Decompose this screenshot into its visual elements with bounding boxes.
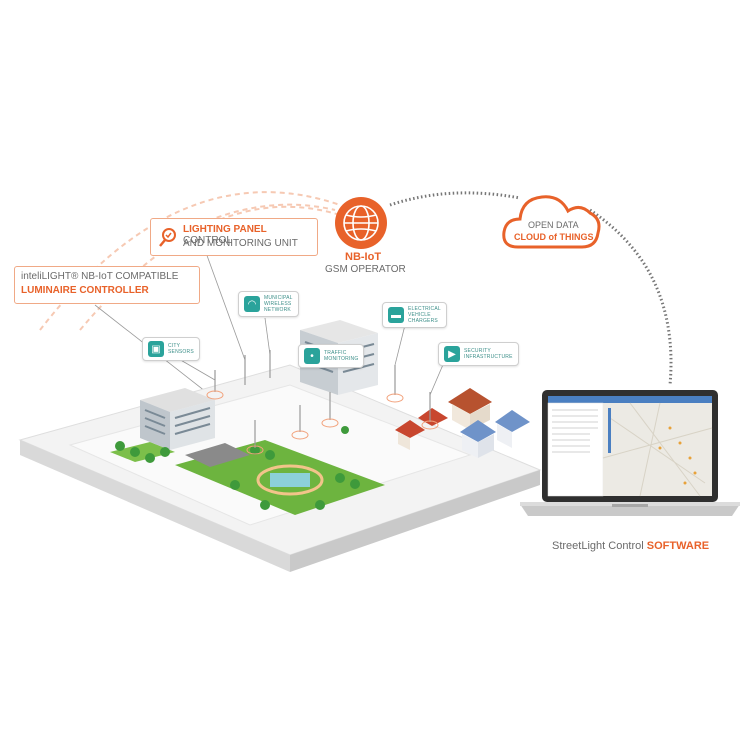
- ev-line1: ELECTRICAL: [408, 306, 441, 312]
- luminaire-controller-callout: inteliLIGHT® NB-IoT COMPATIBLE LUMINAIRE…: [14, 266, 200, 304]
- ev-line3: CHARGERS: [408, 318, 438, 324]
- callout-municipal-network: ◠ MUNICIPAL WIRELESS NETWORK: [238, 291, 299, 317]
- callout-security: ▶ SECURITY INFRASTRUCTURE: [438, 342, 519, 366]
- houses: [395, 388, 530, 458]
- globe-icon: [335, 197, 387, 249]
- cloud-line1: OPEN DATA: [528, 220, 579, 230]
- software-plain: StreetLight Control: [552, 540, 647, 552]
- camera-icon: ▶: [444, 346, 460, 362]
- ev-line2: VEHICLE: [408, 312, 431, 318]
- office-building: [140, 388, 215, 450]
- city-line1: CITY: [168, 343, 181, 349]
- street-lights: [214, 350, 431, 448]
- traffic-light-icon: •: [304, 348, 320, 364]
- callout-city-sensors: ▣ CITY SENSORS: [142, 337, 200, 361]
- lighting-panel-bold: LIGHTING PANEL: [183, 224, 267, 235]
- luminaire-line2: LUMINAIRE CONTROLLER: [21, 285, 149, 296]
- municipal-line3: NETWORK: [264, 307, 291, 313]
- magnifier-icon: [159, 228, 176, 247]
- city-line2: SENSORS: [168, 349, 194, 355]
- municipal-line1: MUNICIPAL: [264, 295, 293, 301]
- software-bold: SOFTWARE: [646, 540, 710, 552]
- operator-line1: NB-IoT: [345, 251, 382, 263]
- lighting-panel-line2: AND MONITORING UNIT: [183, 238, 298, 249]
- lighting-panel-line1: LIGHTING PANEL CONTROL: [183, 224, 317, 246]
- wifi-icon: ◠: [244, 296, 260, 312]
- traffic-line1: TRAFFIC: [324, 350, 347, 356]
- luminaire-line1: inteliLIGHT® NB-IoT COMPATIBLE: [21, 271, 179, 282]
- software-caption: StreetLight Control SOFTWARE: [552, 540, 709, 552]
- operator-line2: GSM OPERATOR: [325, 264, 406, 275]
- callout-ev-chargers: ▬ ELECTRICAL VEHICLE CHARGERS: [382, 302, 447, 328]
- sensor-icon: ▣: [148, 341, 164, 357]
- lighting-panel-rest: CONTROL: [183, 235, 232, 246]
- car-icon: ▬: [388, 307, 404, 323]
- trees: [115, 426, 360, 510]
- municipal-line2: WIRELESS: [264, 301, 292, 307]
- lighting-panel-callout: LIGHTING PANEL CONTROL AND MONITORING UN…: [150, 218, 318, 256]
- callout-traffic-monitoring: • TRAFFIC MONITORING: [298, 344, 365, 368]
- traffic-line2: MONITORING: [324, 356, 359, 362]
- cloud-line2: CLOUD of THINGS: [514, 232, 594, 242]
- security-line1: SECURITY: [464, 348, 491, 354]
- security-line2: INFRASTRUCTURE: [464, 354, 513, 360]
- laptop: [520, 390, 740, 516]
- cloud-icon: [502, 195, 601, 249]
